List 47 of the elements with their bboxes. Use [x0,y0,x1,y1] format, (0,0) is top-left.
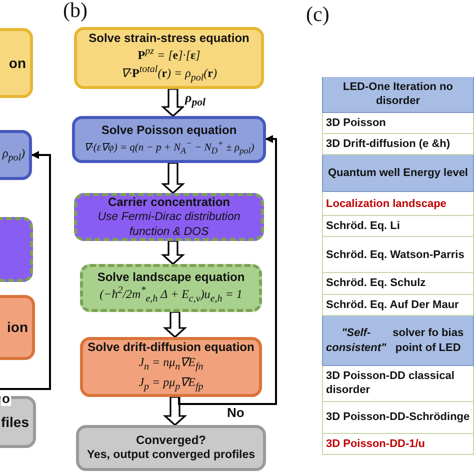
box-heading: Converged? [136,432,206,448]
panel-label: (c) [306,2,330,27]
panel-label: (b) [63,0,88,23]
process-box [74,27,264,89]
box-heading: Carrier concentration [108,194,230,210]
edge-label: No [226,405,246,420]
equation: P$^{pz}$ = [e]·[ε] [138,46,200,64]
table-cell: 3D Poisson-DD-1/u [322,434,474,455]
table-cell: Schröd. Eq. Auf Der Maur [322,294,474,316]
block-arrow [162,311,188,338]
process-box [80,264,262,312]
table-cell: 3D Poisson [322,112,474,134]
block-arrow [162,396,188,426]
table-cell: 3D Poisson-DD-Schrödinge [322,402,474,434]
equation: (−ħ$^{2}$/2m$^{*}$$_{e,h}$ Δ + E$_{c,v}$)u$_{e,h}$ = 1 [100,285,242,306]
equation: J$_{n}$ = nμ$_{n}$∇E$_{fn}$ [138,355,204,374]
box-heading: Solve landscape equation [97,270,245,284]
table-cell: Schröd. Eq. Schulz [322,273,474,295]
equation: ∇·P$^{total}$(r) = ρ$_{pol}$(r) [121,64,217,86]
box-text: Use Fermi-Dirac distribution function & DOS [96,210,242,240]
table-cell: Localization landscape [322,192,474,216]
box-text: on [8,54,26,72]
process-box [74,193,264,241]
table-cell: "Self-consistent" solver fo bias point of LED [322,316,474,366]
process-box [76,425,266,471]
table-cell: LED-One Iteration no disorder [322,77,474,113]
block-arrow [160,240,186,266]
table-cell: Schröd. Eq. Li [322,216,474,238]
equation: J$_{p}$ = pμ$_{p}$∇E$_{fp}$ [138,375,204,394]
box-text: ion [7,318,28,337]
box-heading: Solve drift-diffusion equation [88,340,254,354]
box-heading: Solve strain-stress equation [88,30,250,46]
equation: ∇·(ε∇φ) = q(n − p + N$_{A}$$^{−}$ − N$_{D}$$^{+}$ ± ρ$_{pol}$) [84,138,254,156]
table-cell: Quantum well Energy level [322,155,474,192]
table-cell: Schröd. Eq. Watson-Parris [322,237,474,274]
box-heading: Solve Poisson equation [101,122,237,137]
table-cell: 3D Poisson-DD classical disorder [322,366,474,402]
block-arrow [160,162,186,194]
box-text: files [0,412,29,432]
process-box [80,337,262,397]
feedback-arrow [0,151,51,390]
block-arrow [160,88,186,118]
feedback-arrow [178,135,277,405]
equation: ρ$_{pol}$) [2,146,25,164]
box-text: Yes, output converged profiles [86,448,256,464]
process-box [72,116,266,163]
table-cell: 3D Drift-diffusion (e &h) [322,134,474,156]
